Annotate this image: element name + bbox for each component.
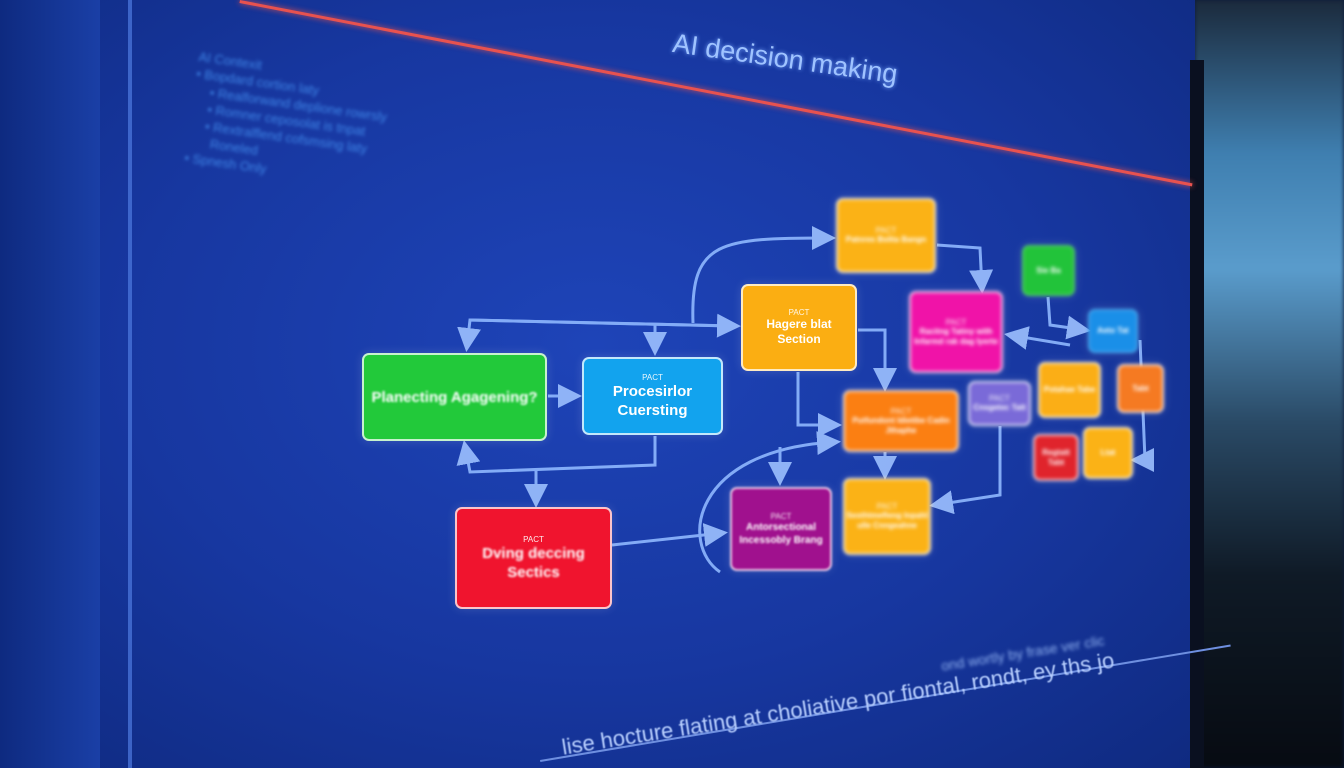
node-tag: PACT bbox=[770, 511, 792, 521]
node-tag: PACT bbox=[989, 394, 1010, 403]
node-tag: PACT bbox=[788, 308, 810, 317]
connector bbox=[611, 523, 728, 547]
node-label: Hagere blat Section bbox=[766, 317, 832, 346]
node-label: Aeto Tat bbox=[1097, 326, 1129, 335]
monitor-bezel bbox=[1190, 60, 1204, 768]
screen-edge bbox=[128, 0, 132, 768]
node-label: Sie Ba bbox=[1036, 265, 1061, 275]
node-label: Regtatt Tabt bbox=[1042, 447, 1070, 467]
node-orange-small[interactable]: Tabt bbox=[1117, 364, 1164, 413]
connector bbox=[456, 436, 657, 474]
node-label: Racitng Tatiny with Infarmd rak dag Iyer… bbox=[914, 326, 998, 346]
node-label: Antorsectional Incessobly Brang bbox=[739, 521, 823, 546]
node-label: Putfundont Idietibe Cadin Jthaphe bbox=[852, 415, 950, 435]
node-blue-small[interactable]: Aeto Tat bbox=[1088, 309, 1138, 353]
node-tag: PACT bbox=[890, 406, 912, 416]
connector bbox=[936, 243, 994, 294]
node-label: Dving deccing Sectics bbox=[482, 544, 585, 581]
node-yellow4[interactable]: Potahae Tabe bbox=[1038, 362, 1101, 418]
node-tag: PACT bbox=[523, 534, 544, 544]
connector bbox=[1004, 326, 1071, 350]
node-green-small[interactable]: Sie Ba bbox=[1022, 245, 1075, 296]
node-label: Cnsgetec Tatt bbox=[973, 403, 1026, 412]
node-tag: PACT bbox=[642, 372, 663, 382]
node-label: Patnres Bslita Bangn bbox=[845, 235, 927, 244]
node-yellow5[interactable]: Ltat bbox=[1083, 427, 1133, 479]
node-green[interactable]: Planecting Agagening? bbox=[362, 353, 547, 441]
connector bbox=[469, 313, 741, 338]
connector bbox=[691, 226, 836, 324]
connector bbox=[1046, 296, 1091, 340]
node-tag: PACT bbox=[875, 226, 897, 235]
node-tag: PACT bbox=[945, 317, 967, 327]
connector bbox=[929, 426, 1002, 515]
node-label: Ltat bbox=[1100, 448, 1116, 457]
node-label: Procesirlor Cuersting bbox=[612, 382, 693, 419]
left-panel bbox=[0, 0, 100, 768]
node-red-small[interactable]: Regtatt Tabt bbox=[1033, 434, 1079, 481]
office-background bbox=[1195, 0, 1344, 768]
node-tag: PACT bbox=[876, 502, 898, 511]
connector bbox=[698, 431, 841, 574]
node-label: Potahae Tabe bbox=[1043, 385, 1096, 394]
connector bbox=[796, 372, 842, 437]
node-label: Sesthtmefleng Inpahl ulle Cnngeahne bbox=[846, 511, 928, 530]
node-label: Tabt bbox=[1132, 383, 1149, 393]
connector bbox=[858, 328, 897, 392]
node-label: Planecting Agagening? bbox=[371, 388, 538, 406]
